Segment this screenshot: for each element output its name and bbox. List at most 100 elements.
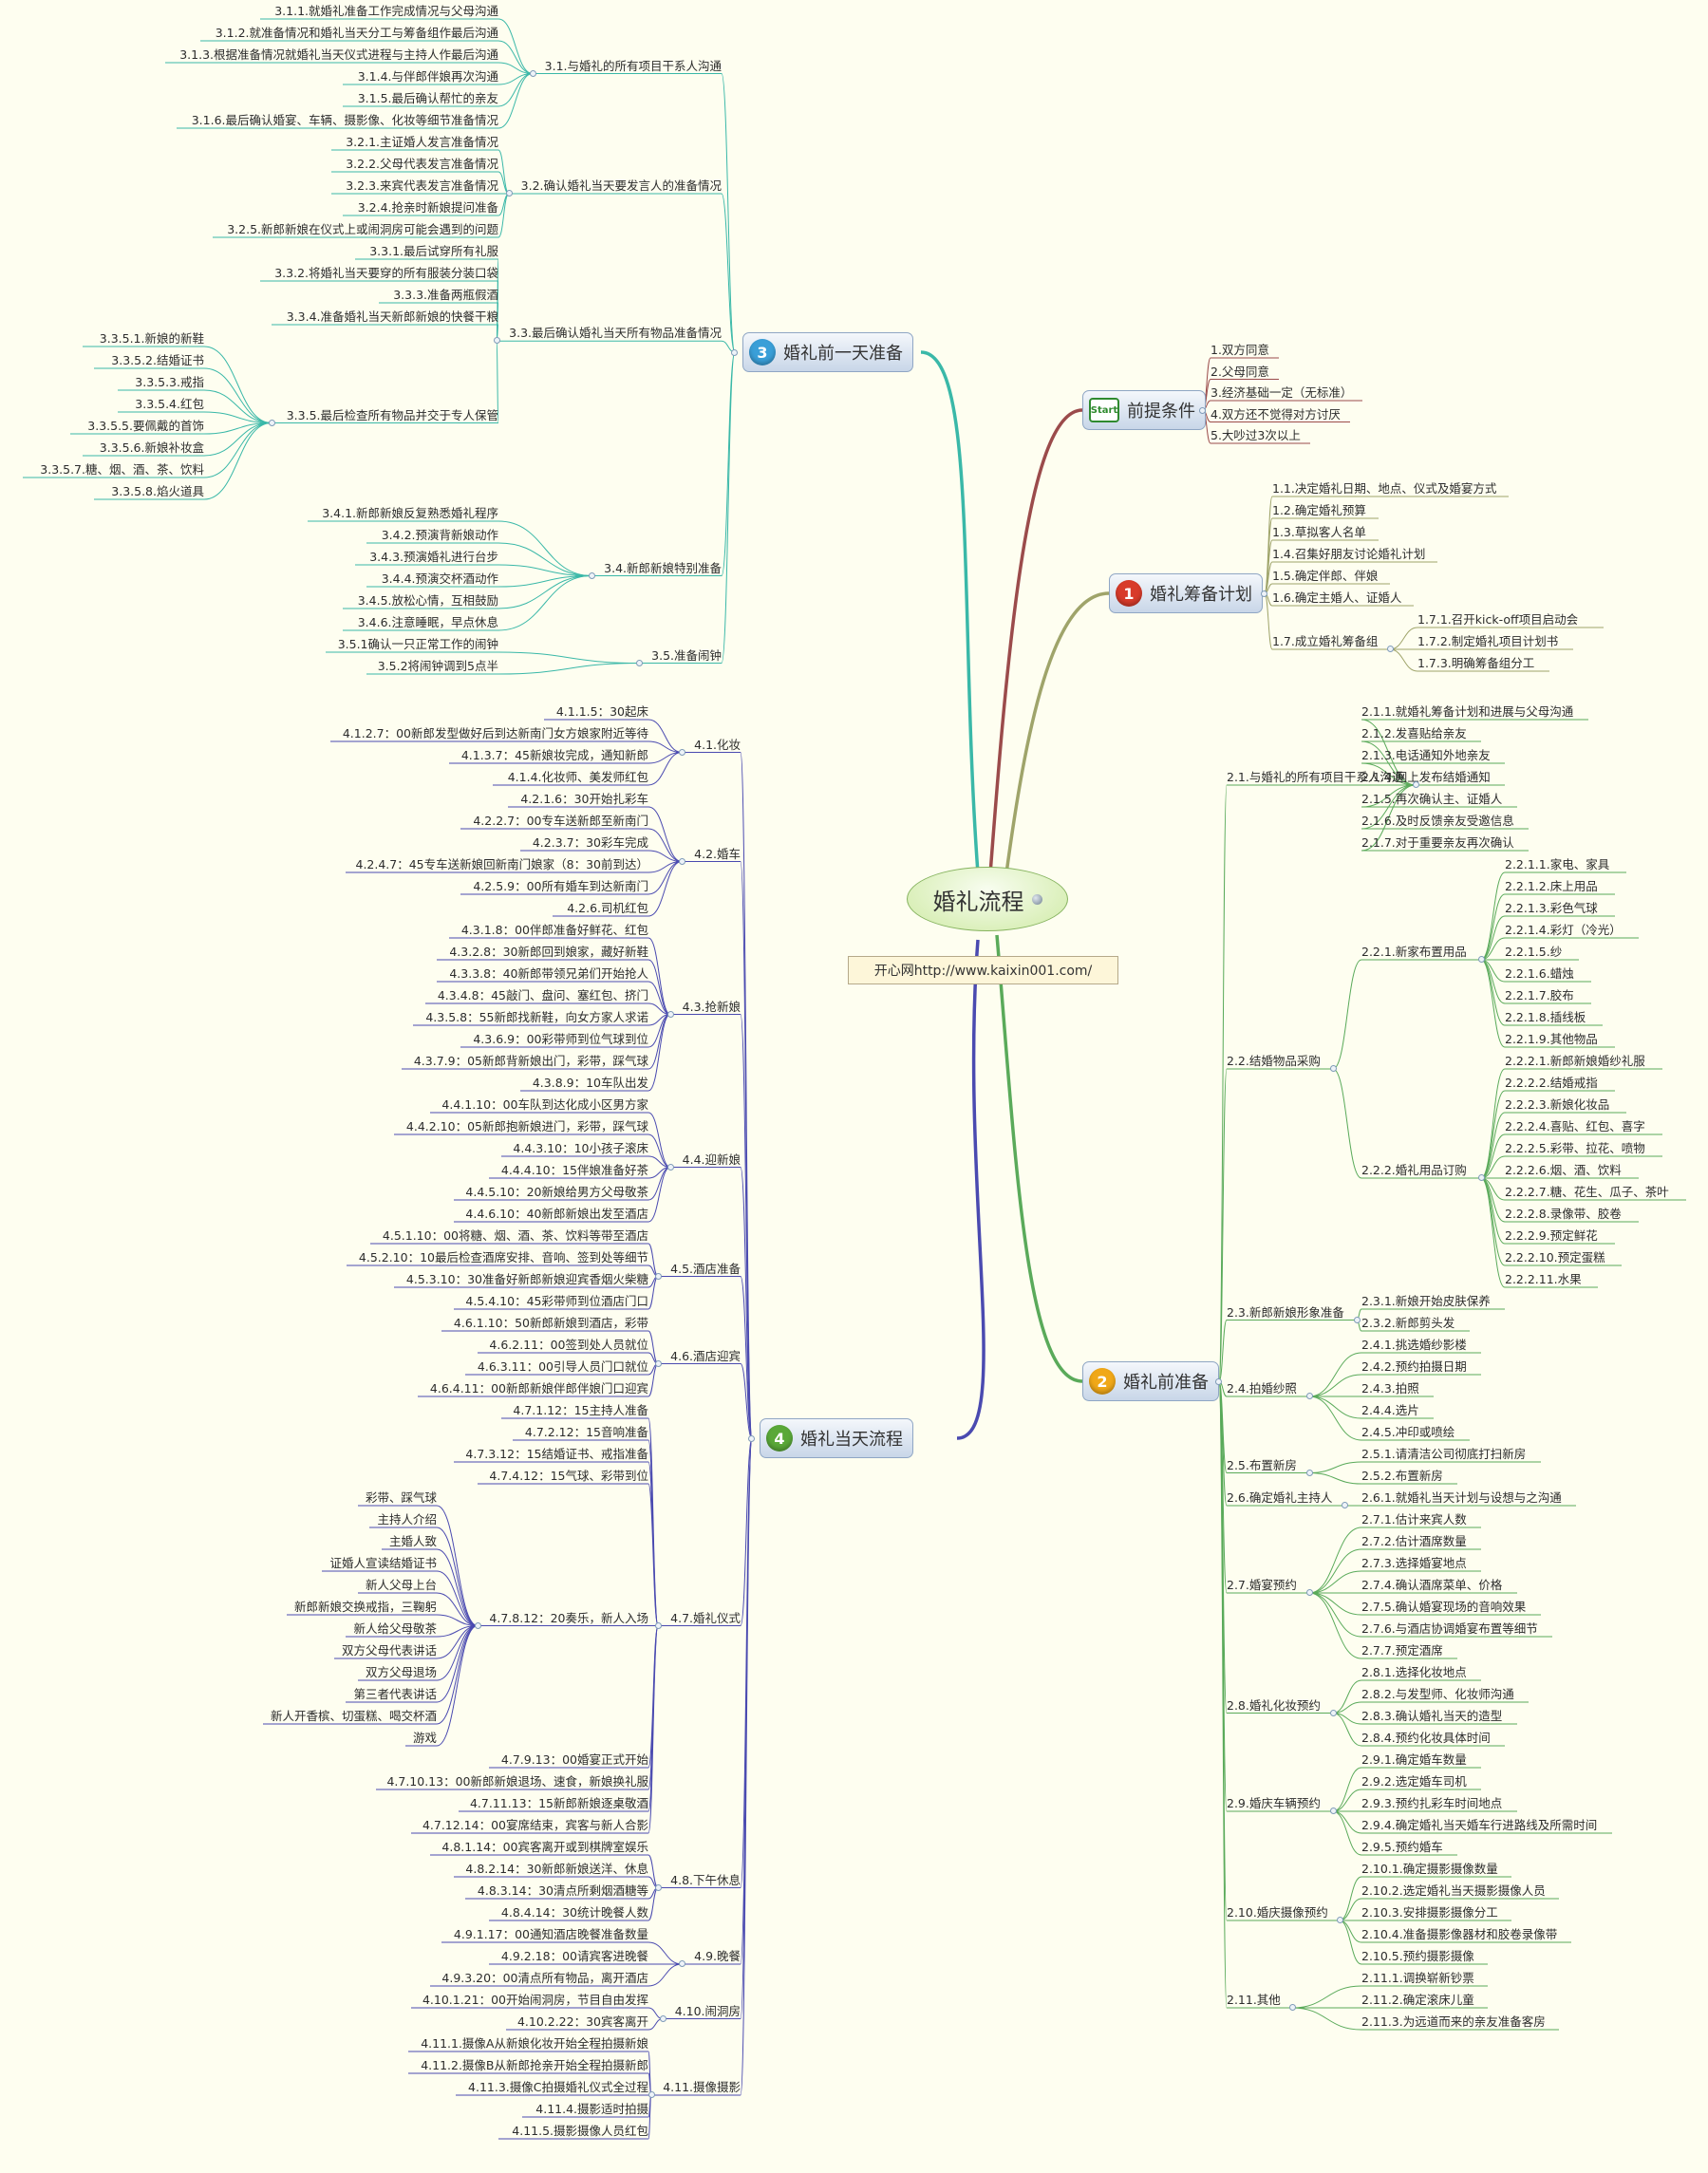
expand-toggle-icon[interactable] — [1337, 1917, 1343, 1923]
leaf-topic[interactable]: 4.7.1.12：15主持人准备 — [513, 1403, 648, 1417]
subtopic-node[interactable]: 3.5.准备闹钟 — [651, 647, 722, 663]
leaf-topic[interactable]: 2.2.2.6.烟、酒、饮料 — [1505, 1163, 1622, 1177]
leaf-topic[interactable]: 4.3.5.8：55新郎找新鞋，向女方家人求诺 — [425, 1010, 648, 1024]
leaf-topic[interactable]: 4.7.12.14：00宴席结束，宾客与新人合影 — [422, 1818, 648, 1832]
leaf-topic[interactable]: 2.1.3.电话通知外地亲友 — [1361, 748, 1491, 762]
leaf-topic[interactable]: 2.8.2.与发型师、化妆师沟通 — [1361, 1687, 1514, 1701]
leaf-topic[interactable]: 2.2.2.4.喜贴、红包、喜字 — [1505, 1119, 1645, 1133]
subtopic-node[interactable]: 2.10.婚庆摄像预约 — [1227, 1905, 1328, 1920]
leaf-topic[interactable]: 4.5.4.10：45彩带师到位酒店门口 — [465, 1294, 648, 1308]
leaf-topic[interactable]: 2.4.4.选片 — [1361, 1403, 1419, 1417]
leaf-topic[interactable]: 3.1.6.最后确认婚宴、车辆、摄影像、化妆等细节准备情况 — [191, 113, 498, 127]
leaf-topic[interactable]: 2.8.1.选择化妆地点 — [1361, 1665, 1467, 1679]
leaf-topic[interactable]: 2.2.1.3.彩色气球 — [1505, 901, 1598, 915]
leaf-topic[interactable]: 2.5.1.请清洁公司彻底打扫新房 — [1361, 1447, 1527, 1461]
leaf-topic[interactable]: 2.4.2.预约拍摄日期 — [1361, 1359, 1467, 1374]
leaf-topic[interactable]: 4.9.3.20：00清点所有物品，离开酒店 — [441, 1971, 648, 1985]
leaf-topic[interactable]: 4.8.2.14：30新郎新娘送洋、休息 — [465, 1862, 648, 1876]
leaf-topic[interactable]: 3.2.3.来宾代表发言准备情况 — [346, 178, 498, 193]
leaf-topic[interactable]: 2.2.1.9.其他物品 — [1505, 1032, 1598, 1046]
expand-toggle-icon[interactable] — [1306, 1469, 1313, 1476]
subtopic-node[interactable]: 2.1.与婚礼的所有项目干系人沟通 — [1227, 770, 1404, 784]
leaf-topic[interactable]: 2.1.1.就婚礼筹备计划和进展与父母沟通 — [1361, 704, 1574, 719]
leaf-topic[interactable]: 新人给父母敬茶 — [353, 1621, 437, 1636]
leaf-topic[interactable]: 游戏 — [412, 1731, 437, 1745]
leaf-topic[interactable]: 2.11.1.调换崭新钞票 — [1361, 1971, 1474, 1985]
expand-toggle-icon[interactable] — [660, 2014, 666, 2022]
expand-toggle-icon[interactable] — [1199, 407, 1206, 414]
subtopic-node[interactable]: 4.7.8.12：20奏乐，新人入场 — [489, 1610, 648, 1625]
expand-toggle-icon[interactable] — [1330, 1065, 1337, 1072]
expand-toggle-icon[interactable] — [1342, 1502, 1348, 1508]
expand-toggle-icon[interactable] — [636, 659, 643, 666]
leaf-topic[interactable]: 4.2.3.7：30彩车完成 — [532, 835, 648, 850]
leaf-topic[interactable]: 2.2.2.9.预定鲜花 — [1505, 1228, 1598, 1243]
leaf-topic[interactable]: 第三者代表讲话 — [353, 1687, 437, 1701]
leaf-topic[interactable]: 4.1.1.5：30起床 — [555, 704, 648, 719]
leaf-topic[interactable]: 2.2.2.1.新郎新娘婚纱礼服 — [1505, 1054, 1645, 1068]
leaf-topic[interactable]: 4.3.2.8：30新郎回到娘家，藏好新鞋 — [449, 945, 648, 959]
leaf-topic[interactable]: 主婚人致 — [388, 1534, 437, 1548]
leaf-topic[interactable]: 4.3.8.9：10车队出发 — [532, 1076, 648, 1090]
leaf-topic[interactable]: 4.4.1.10：00车队到达化成小区男方家 — [441, 1097, 648, 1112]
expand-toggle-icon[interactable] — [506, 190, 513, 197]
leaf-topic[interactable]: 4.2.2.7：00专车送新郎至新南门 — [473, 814, 648, 828]
leaf-topic[interactable]: 3.2.2.父母代表发言准备情况 — [346, 157, 498, 171]
leaf-topic[interactable]: 2.1.2.发喜贴给亲友 — [1361, 726, 1467, 740]
leaf-topic[interactable]: 2.1.4.网上发布结婚通知 — [1361, 770, 1491, 784]
leaf-topic[interactable]: 2.2.2.5.彩带、拉花、喷物 — [1505, 1141, 1645, 1155]
leaf-topic[interactable]: 2.10.4.准备摄影像器材和胶卷录像带 — [1361, 1927, 1558, 1941]
subtopic-node[interactable]: 4.7.婚礼仪式 — [670, 1610, 741, 1625]
leaf-topic[interactable]: 1.2.确定婚礼预算 — [1272, 503, 1366, 517]
central-topic[interactable]: 婚礼流程 — [907, 867, 1068, 931]
leaf-topic[interactable]: 3.4.1.新郎新娘反复熟悉婚礼程序 — [322, 506, 498, 520]
leaf-topic[interactable]: 4.3.7.9：05新郎背新娘出门，彩带，踩气球 — [413, 1054, 648, 1068]
leaf-topic[interactable]: 4.双方还不觉得对方讨厌 — [1211, 406, 1341, 421]
leaf-topic[interactable]: 3.4.6.注意睡眠，早点休息 — [357, 615, 498, 629]
leaf-topic[interactable]: 4.6.4.11：00新郎新娘伴郎伴娘门口迎宾 — [429, 1381, 648, 1396]
leaf-topic[interactable]: 2.2.2.11.水果 — [1505, 1272, 1582, 1286]
expand-toggle-icon[interactable] — [667, 1010, 674, 1018]
leaf-topic[interactable]: 4.5.3.10：30准备好新郎新娘迎宾香烟火柴糖 — [405, 1272, 648, 1286]
subtopic-node[interactable]: 3.4.新郎新娘特别准备 — [604, 560, 722, 575]
leaf-topic[interactable]: 4.3.1.8：00伴郎准备好鲜花、红包 — [460, 923, 648, 937]
leaf-topic[interactable]: 2.11.2.确定滚床儿童 — [1361, 1993, 1474, 2007]
leaf-topic[interactable]: 3.1.4.与伴郎伴娘再次沟通 — [357, 69, 498, 84]
expand-toggle-icon[interactable] — [1478, 956, 1485, 963]
leaf-topic[interactable]: 2.7.4.确认酒席菜单、价格 — [1361, 1578, 1503, 1592]
subtopic-node[interactable]: 1.7.成立婚礼筹备组 — [1272, 634, 1379, 648]
expand-toggle-icon[interactable] — [655, 1359, 662, 1367]
expand-toggle-icon[interactable] — [1354, 1316, 1361, 1323]
leaf-topic[interactable]: 4.2.6.司机红包 — [567, 901, 648, 915]
leaf-topic[interactable]: 3.3.5.1.新娘的新鞋 — [99, 331, 204, 346]
subtopic-node[interactable]: 2.2.2.婚礼用品订购 — [1361, 1163, 1467, 1177]
expand-toggle-icon[interactable] — [1330, 1709, 1337, 1716]
leaf-topic[interactable]: 4.11.5.摄影摄像人员红包 — [512, 2124, 648, 2138]
leaf-topic[interactable]: 4.7.3.12：15结婚证书、戒指准备 — [465, 1447, 648, 1461]
leaf-topic[interactable]: 5.大吵过3次以上 — [1211, 428, 1301, 442]
expand-toggle-icon[interactable] — [1387, 646, 1394, 652]
subtopic-node[interactable]: 2.6.确定婚礼主持人 — [1227, 1490, 1333, 1505]
leaf-topic[interactable]: 1.7.1.召开kick-off项目启动会 — [1417, 612, 1579, 627]
leaf-topic[interactable]: 2.4.5.冲印或喷绘 — [1361, 1425, 1455, 1439]
leaf-topic[interactable]: 2.7.2.估计酒席数量 — [1361, 1534, 1467, 1548]
leaf-topic[interactable]: 2.7.7.预定酒席 — [1361, 1643, 1443, 1658]
leaf-topic[interactable]: 2.6.1.就婚礼当天计划与设想与之沟通 — [1361, 1490, 1562, 1505]
leaf-topic[interactable]: 3.4.4.预演交杯酒动作 — [381, 571, 498, 586]
leaf-topic[interactable]: 2.1.7.对于重要亲友再次确认 — [1361, 835, 1514, 850]
expand-toggle-icon[interactable] — [494, 337, 500, 345]
expand-toggle-icon[interactable] — [589, 571, 595, 579]
subtopic-node[interactable]: 2.9.婚庆车辆预约 — [1227, 1796, 1321, 1810]
leaf-topic[interactable]: 2.2.2.2.结婚戒指 — [1505, 1076, 1598, 1090]
subtopic-node[interactable]: 2.2.1.新家布置用品 — [1361, 945, 1467, 959]
leaf-topic[interactable]: 4.3.3.8：40新郎带领兄弟们开始抢人 — [449, 966, 648, 981]
leaf-topic[interactable]: 2.3.2.新郎剪头发 — [1361, 1316, 1455, 1330]
leaf-topic[interactable]: 4.8.4.14：30统计晚餐人数 — [500, 1905, 648, 1920]
expand-toggle-icon[interactable] — [1306, 1589, 1313, 1596]
leaf-topic[interactable]: 4.5.1.10：00将糖、烟、酒、茶、饮料等带至酒店 — [382, 1228, 648, 1243]
leaf-topic[interactable]: 2.2.1.4.彩灯（冷光） — [1505, 923, 1622, 937]
leaf-topic[interactable]: 4.10.1.21：00开始闹洞房，节目自由发挥 — [422, 1993, 648, 2007]
